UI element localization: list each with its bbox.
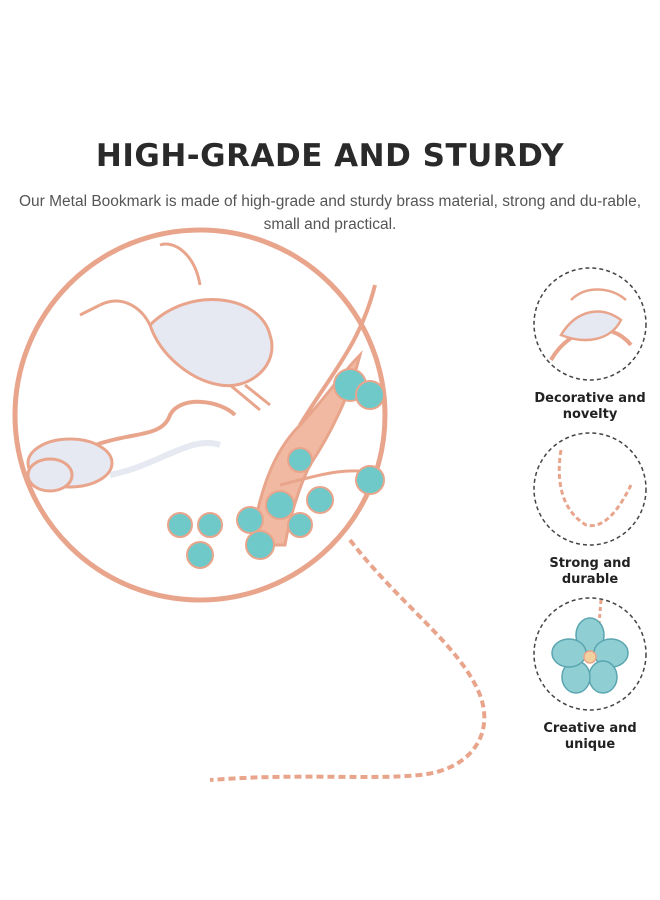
description-text: Our Metal Bookmark is made of high-grade… [18,193,642,233]
cloud-swirl-2 [109,440,221,478]
headline: HIGH-GRADE AND STURDY [95,138,565,174]
bookmark-ring [12,227,388,603]
leaf-clusters [167,368,385,569]
flower-charm-icon [533,597,647,711]
bookmark-chain [209,538,487,782]
cloud [26,437,114,493]
chain-detail-icon [533,432,647,546]
feature-label-creative: Creative and unique [543,721,637,752]
metal-bookmark-image [12,227,487,782]
feature-creative: Creative and unique [520,595,660,753]
feature-durable: Strong and durable [520,430,660,588]
feature-decorative: Decorative and novelty [520,265,660,423]
crane-detail-icon [533,267,647,381]
feature-label-durable: Strong and durable [549,556,631,587]
cloud-swirl [58,399,237,467]
crane [79,242,274,412]
feature-label-decorative: Decorative and novelty [534,391,646,422]
tree-branch [298,284,377,427]
